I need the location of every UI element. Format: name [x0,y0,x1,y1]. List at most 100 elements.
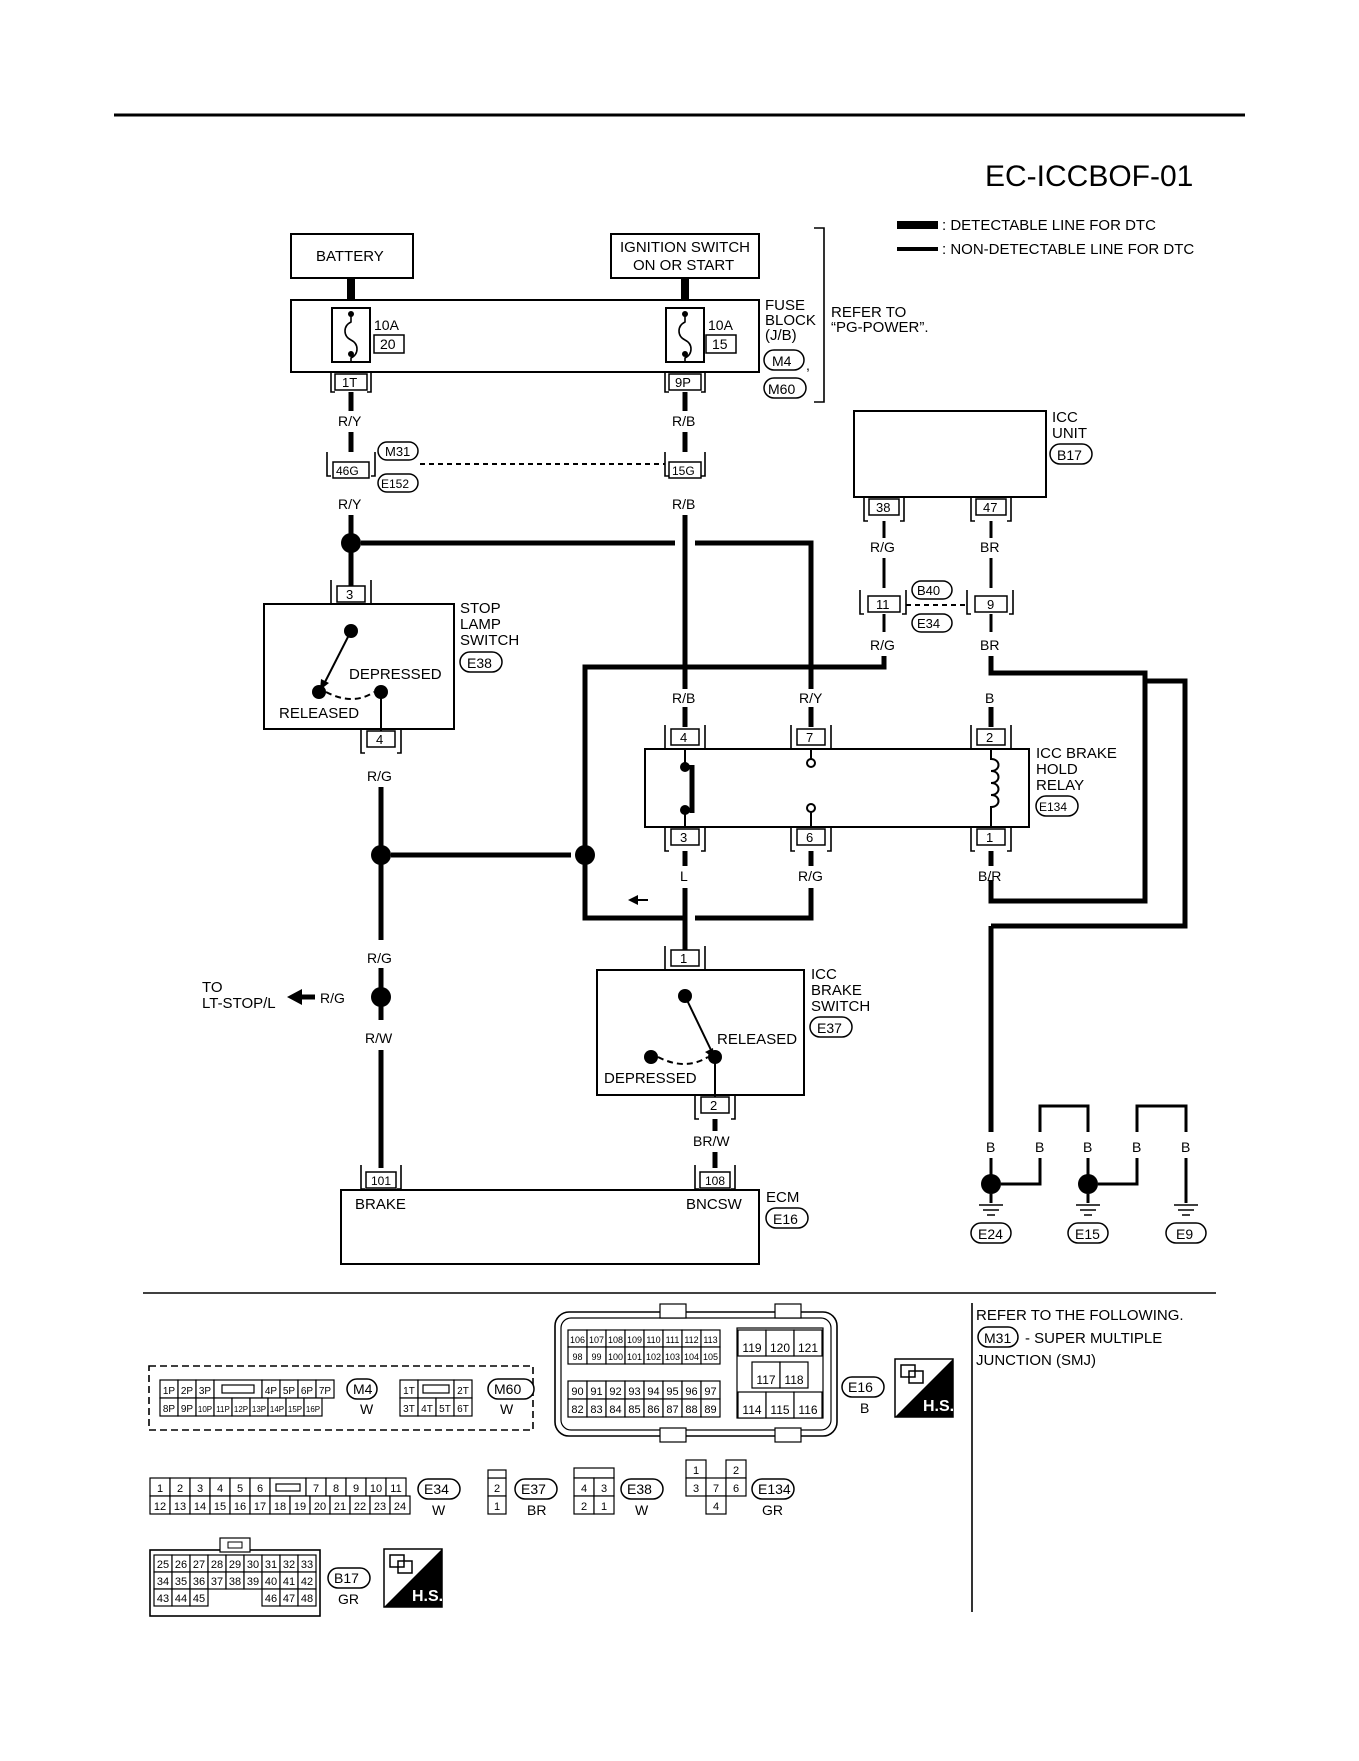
connector-cell [700,1398,721,1418]
stop-lamp-label-2: LAMP [460,616,501,633]
conn-m60-color: W [500,1401,514,1417]
conn-e34-color: W [432,1502,446,1518]
harness-side-icon: H.S. [894,1358,954,1418]
e34-pin: 11 [390,1483,401,1495]
svg-text:9P: 9P [675,375,691,390]
svg-text:2: 2 [710,1098,717,1113]
svg-text:1: 1 [680,951,687,966]
e16-pin: 116 [798,1403,817,1417]
ecm-pins: 101 108 [360,1165,736,1190]
conn-b17-face-label: B17 [334,1570,359,1586]
e34-pin: 24 [394,1501,406,1513]
e16-pin: 109 [627,1335,642,1345]
b17-pin: 35 [175,1576,187,1588]
e34-pin: 10 [370,1483,382,1495]
m4-pin: 6P [301,1386,314,1397]
e16-pin: 85 [628,1404,640,1416]
conn-e34-face-label-oval [417,1478,461,1500]
to-lt-label-2: LT-STOP/L [202,995,276,1012]
e16-pin: 120 [770,1341,790,1355]
conn-e37-color: BR [527,1502,546,1518]
svg-text:B: B [1132,1139,1141,1155]
m4-pin: 7P [319,1386,332,1397]
connector-cell [189,1588,209,1607]
relay-label-1: ICC BRAKE [1036,745,1117,762]
e16-pin: 106 [570,1335,585,1345]
svg-text:2: 2 [986,730,993,745]
connector-cell [593,1495,615,1515]
connector-cell [765,1329,795,1357]
legend-non-detectable: : NON-DETECTABLE LINE FOR DTC [942,241,1194,258]
e16-pin: 112 [684,1335,698,1345]
e34-pin: 7 [313,1483,319,1495]
b17-pin: 31 [265,1559,277,1571]
b17-pin: 37 [211,1576,223,1588]
ground-e24: E24 [978,1226,1003,1242]
m4-pin: 2P [181,1386,194,1397]
wire-ry-relay: R/Y [799,690,823,706]
stop-lamp-label-1: STOP [460,600,501,617]
svg-text:10A: 10A [708,317,734,333]
e16-pin: 92 [609,1386,621,1398]
e34-pin: 19 [294,1501,306,1513]
m4-pin: 14P [270,1405,284,1414]
e34-pin: 8 [333,1483,339,1495]
relay-top-pins: 4 7 2 [664,725,1012,750]
conn-b17-face-label-oval [327,1567,371,1589]
e34-pin: 6 [257,1483,263,1495]
e37-pin: 1 [494,1501,500,1513]
e134-pin: 3 [693,1483,699,1495]
e34-pin: 4 [217,1483,223,1495]
pin-38: 38 [863,497,905,522]
e134-pin: 2 [733,1465,739,1477]
m4-pin: 9P [181,1404,194,1415]
e34-pin: 13 [174,1501,186,1513]
svg-text:101: 101 [371,1174,391,1188]
e16-pin: 95 [666,1386,678,1398]
svg-text:15G: 15G [672,464,695,478]
e16-pin: 104 [684,1352,699,1362]
m4-pin: 5P [283,1386,296,1397]
svg-text:15: 15 [712,336,728,352]
m4-pin: 15P [288,1405,302,1414]
svg-text:46G: 46G [336,464,359,478]
conn-e134-oval [1035,795,1079,817]
b17-pin: 27 [193,1559,205,1571]
svg-text:6: 6 [806,830,813,845]
ground-e15: E15 [1075,1226,1100,1242]
b17-pin: 26 [175,1559,187,1571]
wire-b-relay: B [985,690,994,706]
e34-pin: 17 [254,1501,266,1513]
e34-pin: 1 [157,1483,163,1495]
conn-m4-oval [763,349,805,371]
stop-lamp-switch-box [263,603,455,730]
e16-pin: 117 [756,1373,775,1387]
conn-e134-face-label-oval [751,1478,795,1500]
pin-1t: 1T [330,372,372,393]
brake-switch-label-3: SWITCH [811,998,870,1015]
e134-pin: 1 [693,1465,699,1477]
m4-pin: 10P [198,1405,212,1414]
e34-pin: 20 [314,1501,326,1513]
e134-pin: 7 [713,1483,719,1495]
stop-released-label: RELEASED [279,705,359,722]
conn-e16-face-label: E16 [848,1379,873,1395]
e16-pin: 114 [742,1403,761,1417]
svg-text:3: 3 [346,587,353,602]
wire-br-e34: BR [980,637,999,653]
comma: , [806,357,810,373]
stop-depressed-label: DEPRESSED [349,666,442,683]
e34-pin: 14 [194,1501,206,1513]
svg-text:3: 3 [680,830,687,845]
brake-switch-label-2: BRAKE [811,982,862,999]
conn-m31-ref: M31 [984,1330,1011,1346]
conn-m4-face-label-oval [346,1378,378,1400]
ecm-label: ECM [766,1189,799,1206]
b17-pin: 25 [157,1559,169,1571]
b17-pin: 36 [193,1576,205,1588]
wire-rg-tolt: R/G [320,990,345,1006]
icc-brake-switch-box [596,969,805,1096]
conn-m60-face-label-oval [487,1378,535,1400]
e37-pin: 2 [494,1483,500,1495]
